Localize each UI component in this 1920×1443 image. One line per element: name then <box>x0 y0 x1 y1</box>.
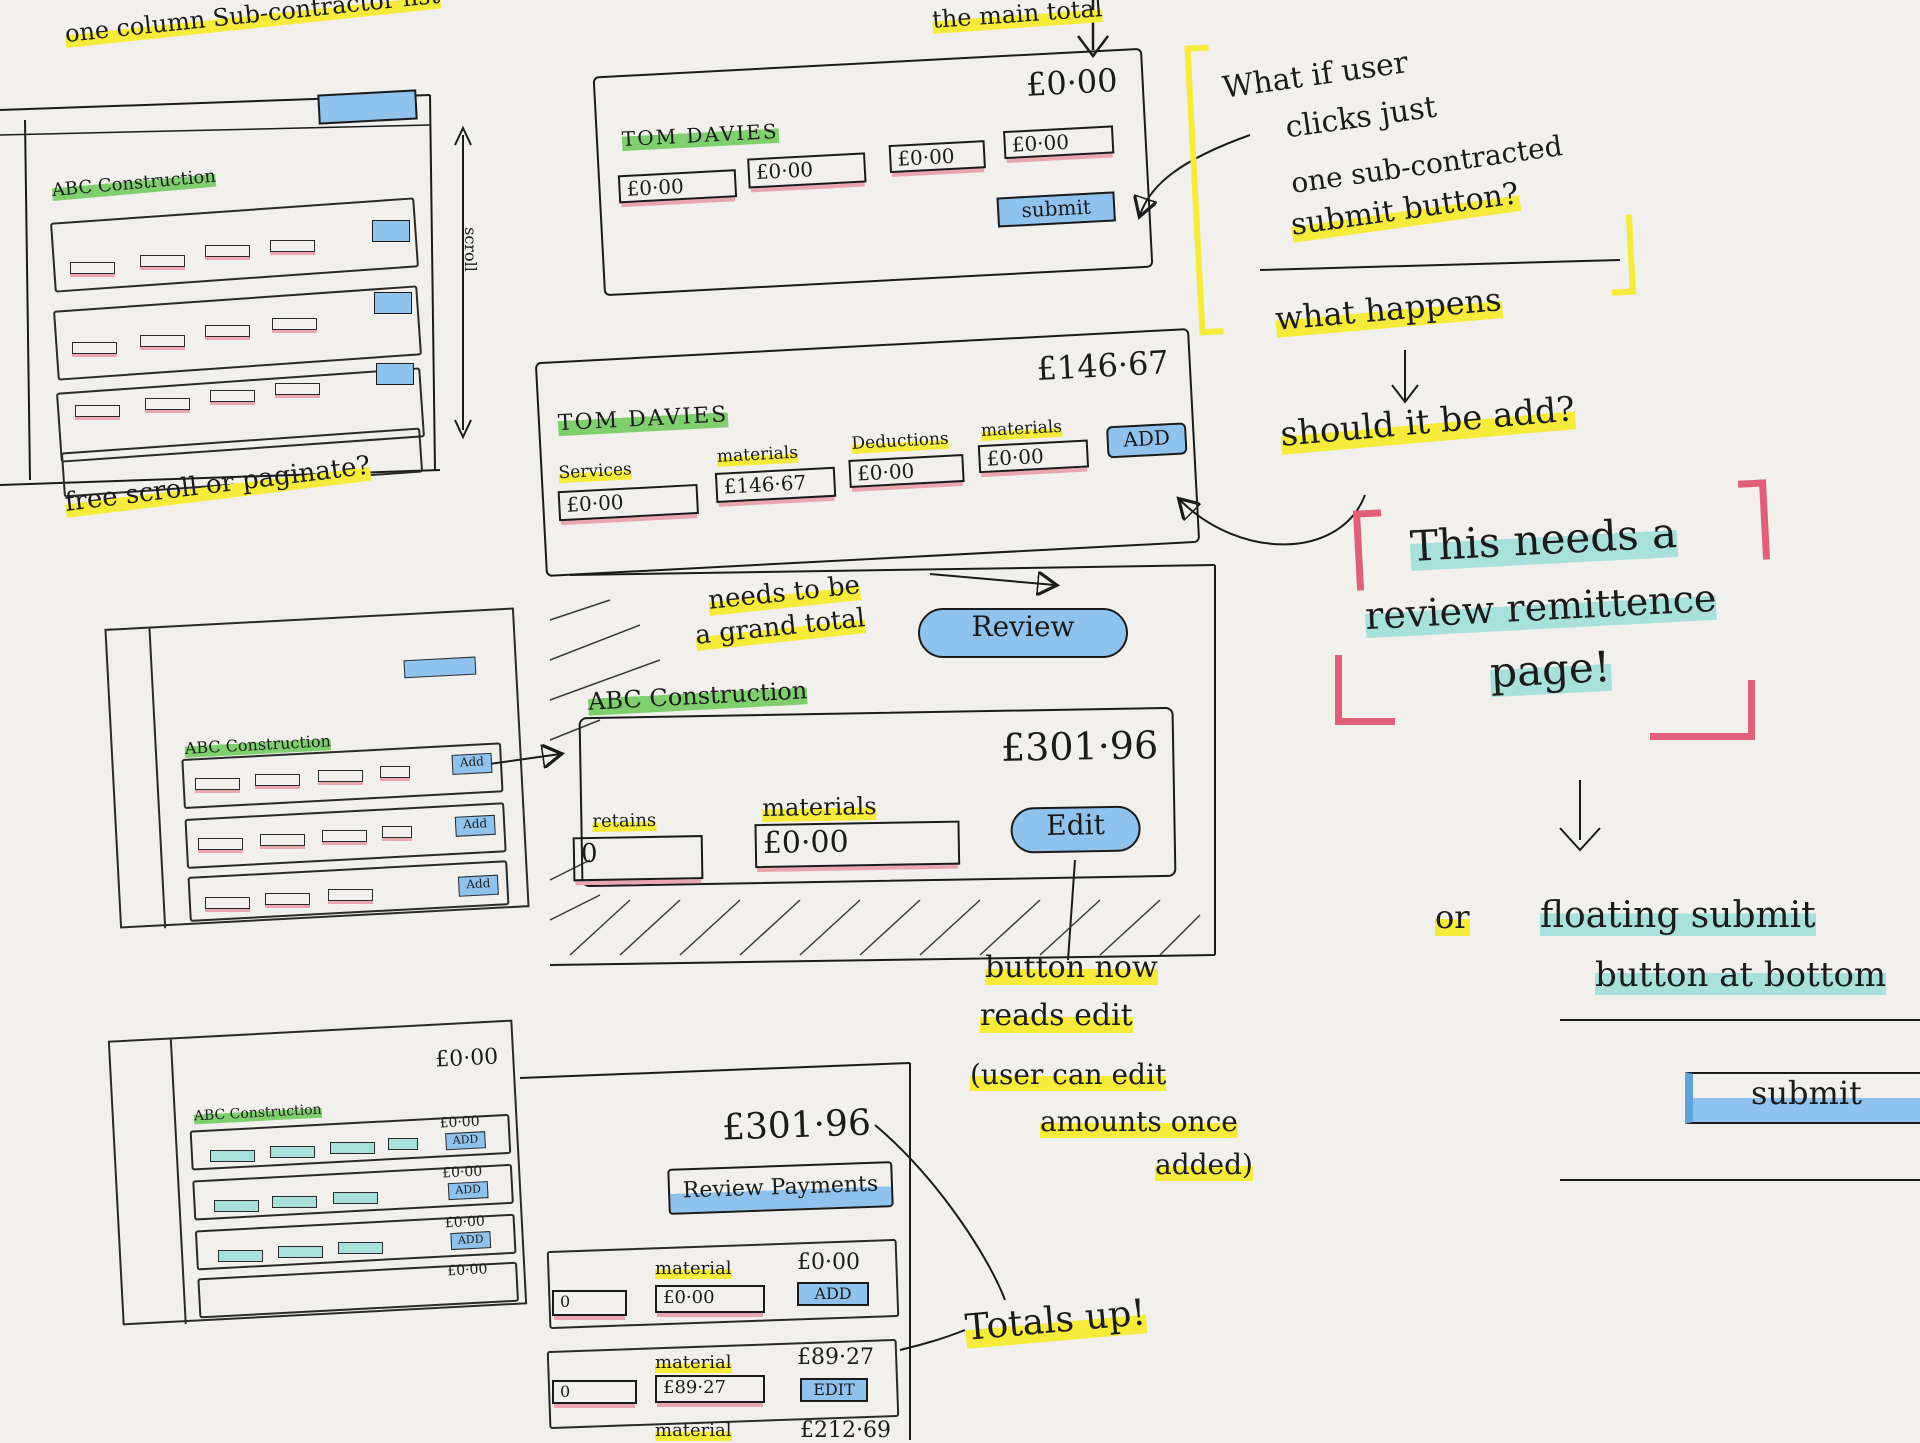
panel4-row1-field-b[interactable]: £0·00 <box>655 1285 765 1313</box>
note-floating-or: or <box>1435 898 1470 936</box>
card2-name: TOM DAVIES <box>557 402 729 437</box>
mini2-add-2[interactable]: Add <box>454 814 496 837</box>
mini1-top-btn <box>317 89 418 125</box>
card1-field-3[interactable]: £0·00 <box>888 140 986 174</box>
card3-total: £301·96 <box>1000 723 1159 770</box>
panel4-total: £301·96 <box>721 1102 872 1149</box>
mini3-row-add-1[interactable]: ADD <box>445 1131 486 1151</box>
mini1-row-btn-1[interactable] <box>372 220 410 242</box>
panel4-row2-field-a[interactable]: 0 <box>552 1380 637 1404</box>
card2-label-2: materials <box>716 442 799 467</box>
mini3-row-total-2: £0·00 <box>441 1163 483 1182</box>
card3-label-1: retains <box>592 809 657 832</box>
card1: £0·00 TOM DAVIES £0·00 £0·00 £0·00 £0·00… <box>592 47 1154 297</box>
card2-field-1[interactable]: £0·00 <box>557 483 699 522</box>
panel4-review-payments-button[interactable]: Review Payments <box>667 1161 894 1215</box>
mini3-row-add-2[interactable]: ADD <box>447 1181 489 1201</box>
mini3-row-total-3: £0·00 <box>444 1213 486 1232</box>
mini3-total: £0·00 <box>434 1044 499 1073</box>
review-bracket-tl <box>1352 509 1386 591</box>
card2: £146·67 TOM DAVIES Services materials De… <box>534 328 1201 577</box>
card1-field-4[interactable]: £0·00 <box>1003 125 1115 160</box>
hatching <box>549 599 1201 956</box>
card1-field-1[interactable]: £0·00 <box>617 169 738 204</box>
note-floating-1: floating submit <box>1540 895 1816 936</box>
floating-submit-button[interactable]: submit <box>1685 1072 1920 1124</box>
card3-field-1[interactable]: 0 <box>572 835 704 882</box>
mini3-company: ABC Construction <box>193 1101 323 1125</box>
card3-field-2[interactable]: £0·00 <box>754 820 961 869</box>
note-button-reads-4: amounts once <box>1040 1105 1238 1138</box>
review-bracket-tr <box>1737 479 1771 561</box>
note-button-reads-5: added) <box>1155 1148 1253 1181</box>
card2-field-3[interactable]: £0·00 <box>848 453 965 488</box>
card2-label-3: Deductions <box>851 428 950 454</box>
mini3-row-add-3[interactable]: ADD <box>450 1231 492 1251</box>
panel4-row1-add-button[interactable]: ADD <box>797 1282 869 1306</box>
scroll-label: scroll <box>460 227 480 272</box>
mini3-sidebar-divider <box>169 1039 187 1325</box>
panel4-row2-total: £89·27 <box>797 1345 874 1370</box>
note-floating-2: button at bottom <box>1595 955 1887 995</box>
mini2-top-btn <box>403 656 477 679</box>
card1-total: £0·00 <box>1025 61 1119 104</box>
note-button-reads-3: (user can edit <box>970 1058 1167 1091</box>
mini1-row-btn-3[interactable] <box>376 363 414 385</box>
card2-label-1: Services <box>558 459 633 484</box>
panel4-row3-total: £212·69 <box>800 1418 891 1443</box>
card2-field-2[interactable]: £146·67 <box>714 466 837 503</box>
mini2-add-3[interactable]: Add <box>457 874 499 897</box>
mini3-row-total-4: £0·00 <box>446 1261 488 1280</box>
mini3-frame: £0·00 ABC Construction £0·00 £0·00 £0·00… <box>107 1019 528 1326</box>
panel4-row2-label: material <box>655 1352 732 1373</box>
card2-field-4[interactable]: £0·00 <box>977 439 1090 474</box>
mini1-row-btn-2[interactable] <box>374 292 412 314</box>
card3: £301·96 retains materials 0 £0·00 Edit <box>572 706 1177 888</box>
mini2-frame: ABC Construction Add Add Add <box>104 607 530 929</box>
review-bracket-br <box>1650 680 1755 740</box>
mini2-sidebar-divider <box>148 628 167 929</box>
card1-name: TOM DAVIES <box>621 118 780 152</box>
note-button-reads-2: reads edit <box>980 998 1133 1033</box>
panel4-row1-total: £0·00 <box>797 1250 860 1275</box>
note-needs-review-3: page! <box>1488 641 1612 698</box>
panel4-row1-label: material <box>655 1258 732 1279</box>
mini3-row-total-1: £0·00 <box>439 1113 481 1132</box>
mini2-add-1[interactable]: Add <box>451 752 493 775</box>
panel4-row3-label: material <box>655 1420 732 1441</box>
card3-review-button[interactable]: Review <box>918 608 1128 658</box>
card3-label-2: materials <box>761 792 877 823</box>
card1-field-2[interactable]: £0·00 <box>747 152 867 189</box>
what-if-bracket-right <box>1607 214 1637 296</box>
card1-submit-button[interactable]: submit <box>996 191 1116 228</box>
panel4-row2-edit-button[interactable]: EDIT <box>800 1378 868 1402</box>
card2-add-button[interactable]: ADD <box>1105 422 1188 459</box>
review-bracket-bl <box>1335 655 1395 725</box>
card3-edit-button[interactable]: Edit <box>1010 805 1141 854</box>
note-button-reads-1: button now <box>985 950 1158 985</box>
card2-total: £146·67 <box>1035 343 1170 389</box>
panel4-row1-field-a[interactable]: 0 <box>552 1290 627 1316</box>
card2-label-4: materials <box>980 416 1063 442</box>
panel4-row2-field-b[interactable]: £89·27 <box>655 1375 765 1403</box>
